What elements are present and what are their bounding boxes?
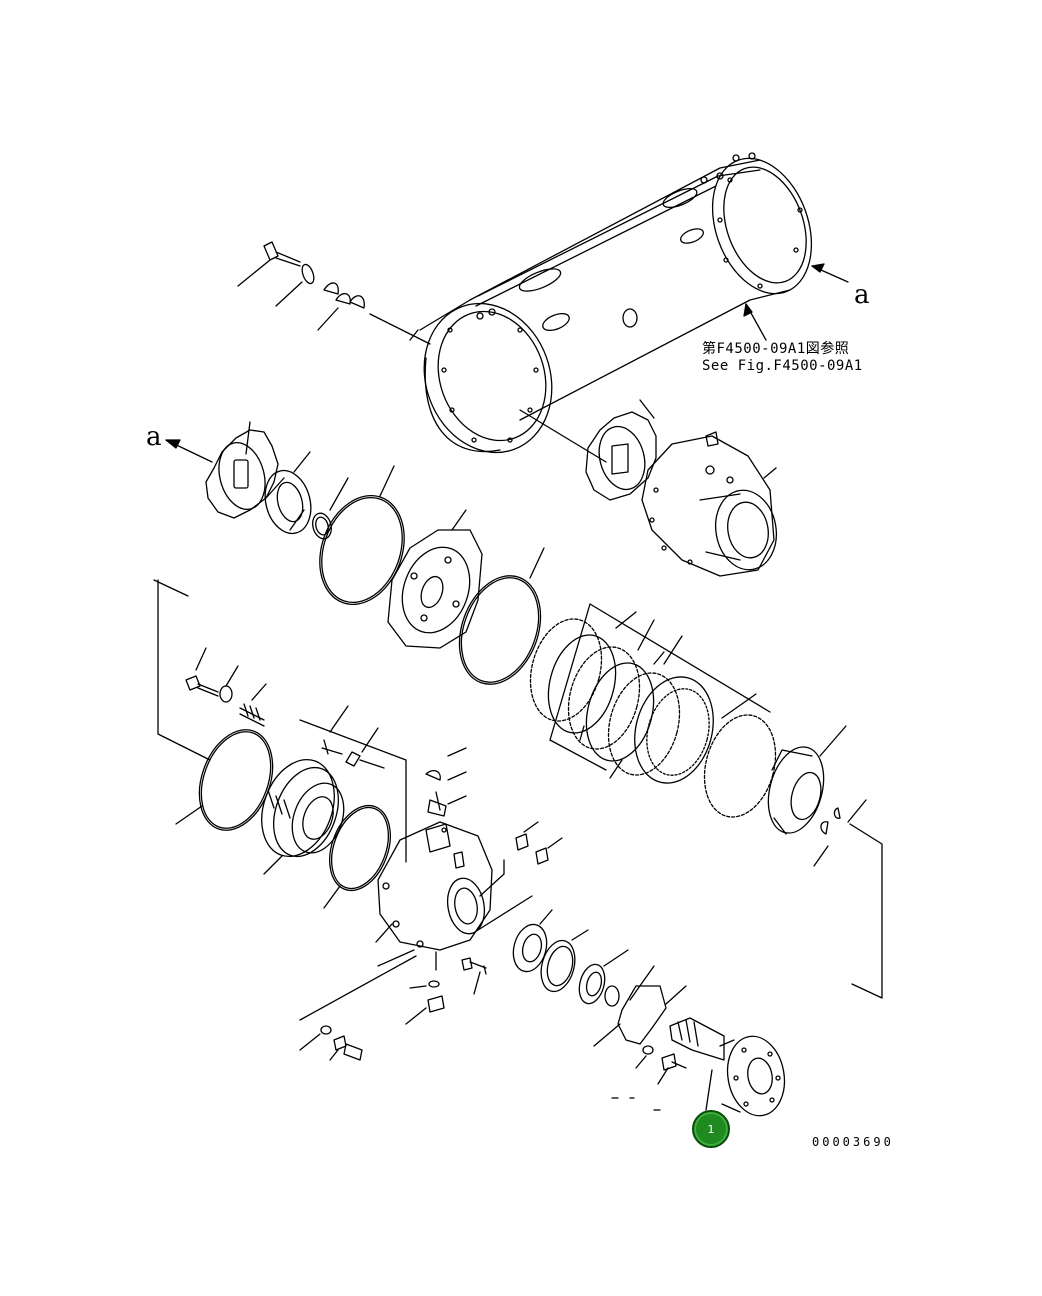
- brake-disc-stack: [529, 603, 777, 818]
- bracket-lines: [153, 579, 407, 863]
- view-marker-a-top: a: [854, 280, 870, 310]
- final-drive-case: [369, 152, 849, 454]
- o-ring-set: [175, 465, 545, 909]
- piston-assembly: [261, 758, 345, 875]
- view-marker-a-left: a: [146, 422, 162, 452]
- sprocket-right: [519, 399, 657, 501]
- hub-gear: [767, 725, 883, 999]
- output-bearings: [512, 909, 687, 1047]
- lower-bolts: [299, 951, 487, 1061]
- reference-note-english[interactable]: See Fig.F4500-09A1: [702, 358, 863, 374]
- output-shaft: [611, 1017, 786, 1117]
- mount-bolt-set: [237, 241, 365, 331]
- small-hardware: [185, 647, 563, 865]
- carrier-housing: [641, 431, 777, 577]
- cover-plate: [387, 509, 483, 649]
- main-housing: [299, 821, 533, 1021]
- part-callout-1[interactable]: 1: [692, 1110, 730, 1148]
- reference-note-japanese: 第F4500-09A1図参照: [702, 341, 850, 357]
- bearing-and-seal: [264, 451, 349, 540]
- sprocket-left: [165, 421, 279, 519]
- drawing-number: 00003690: [812, 1135, 894, 1149]
